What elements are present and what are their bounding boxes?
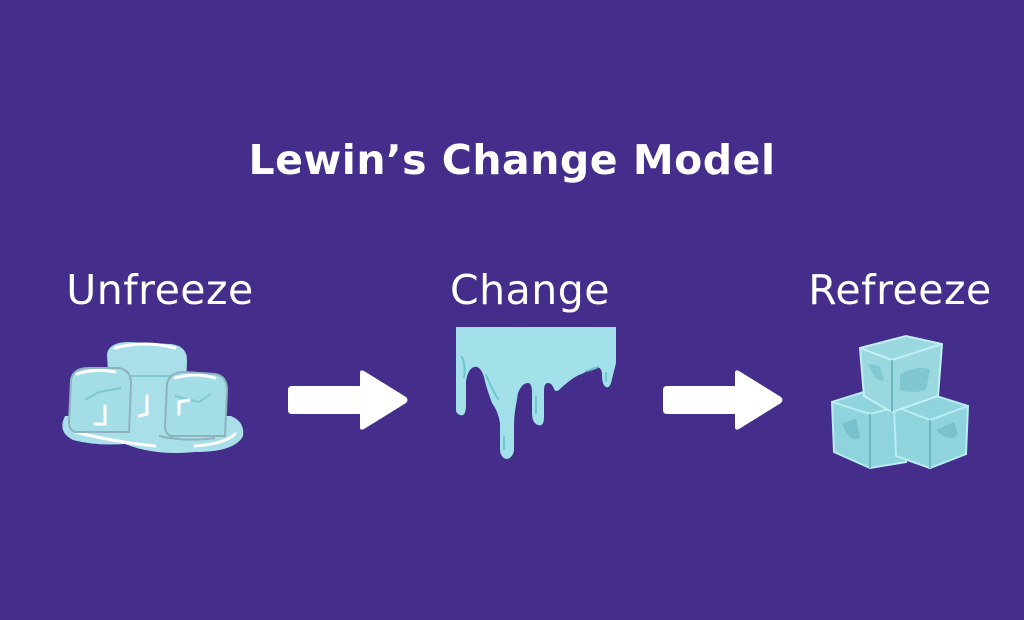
melting-ice-cubes-icon [55,336,247,460]
right-arrow-icon [663,369,785,431]
diagram-title: Lewin’s Change Model [248,136,776,184]
stage-label-change: Change [450,266,610,314]
dripping-liquid-icon [456,327,618,461]
stage-label-refreeze: Refreeze [808,266,992,314]
right-arrow-icon [288,369,410,431]
stacked-ice-cubes-icon [830,334,970,470]
stage-label-unfreeze: Unfreeze [66,266,254,314]
